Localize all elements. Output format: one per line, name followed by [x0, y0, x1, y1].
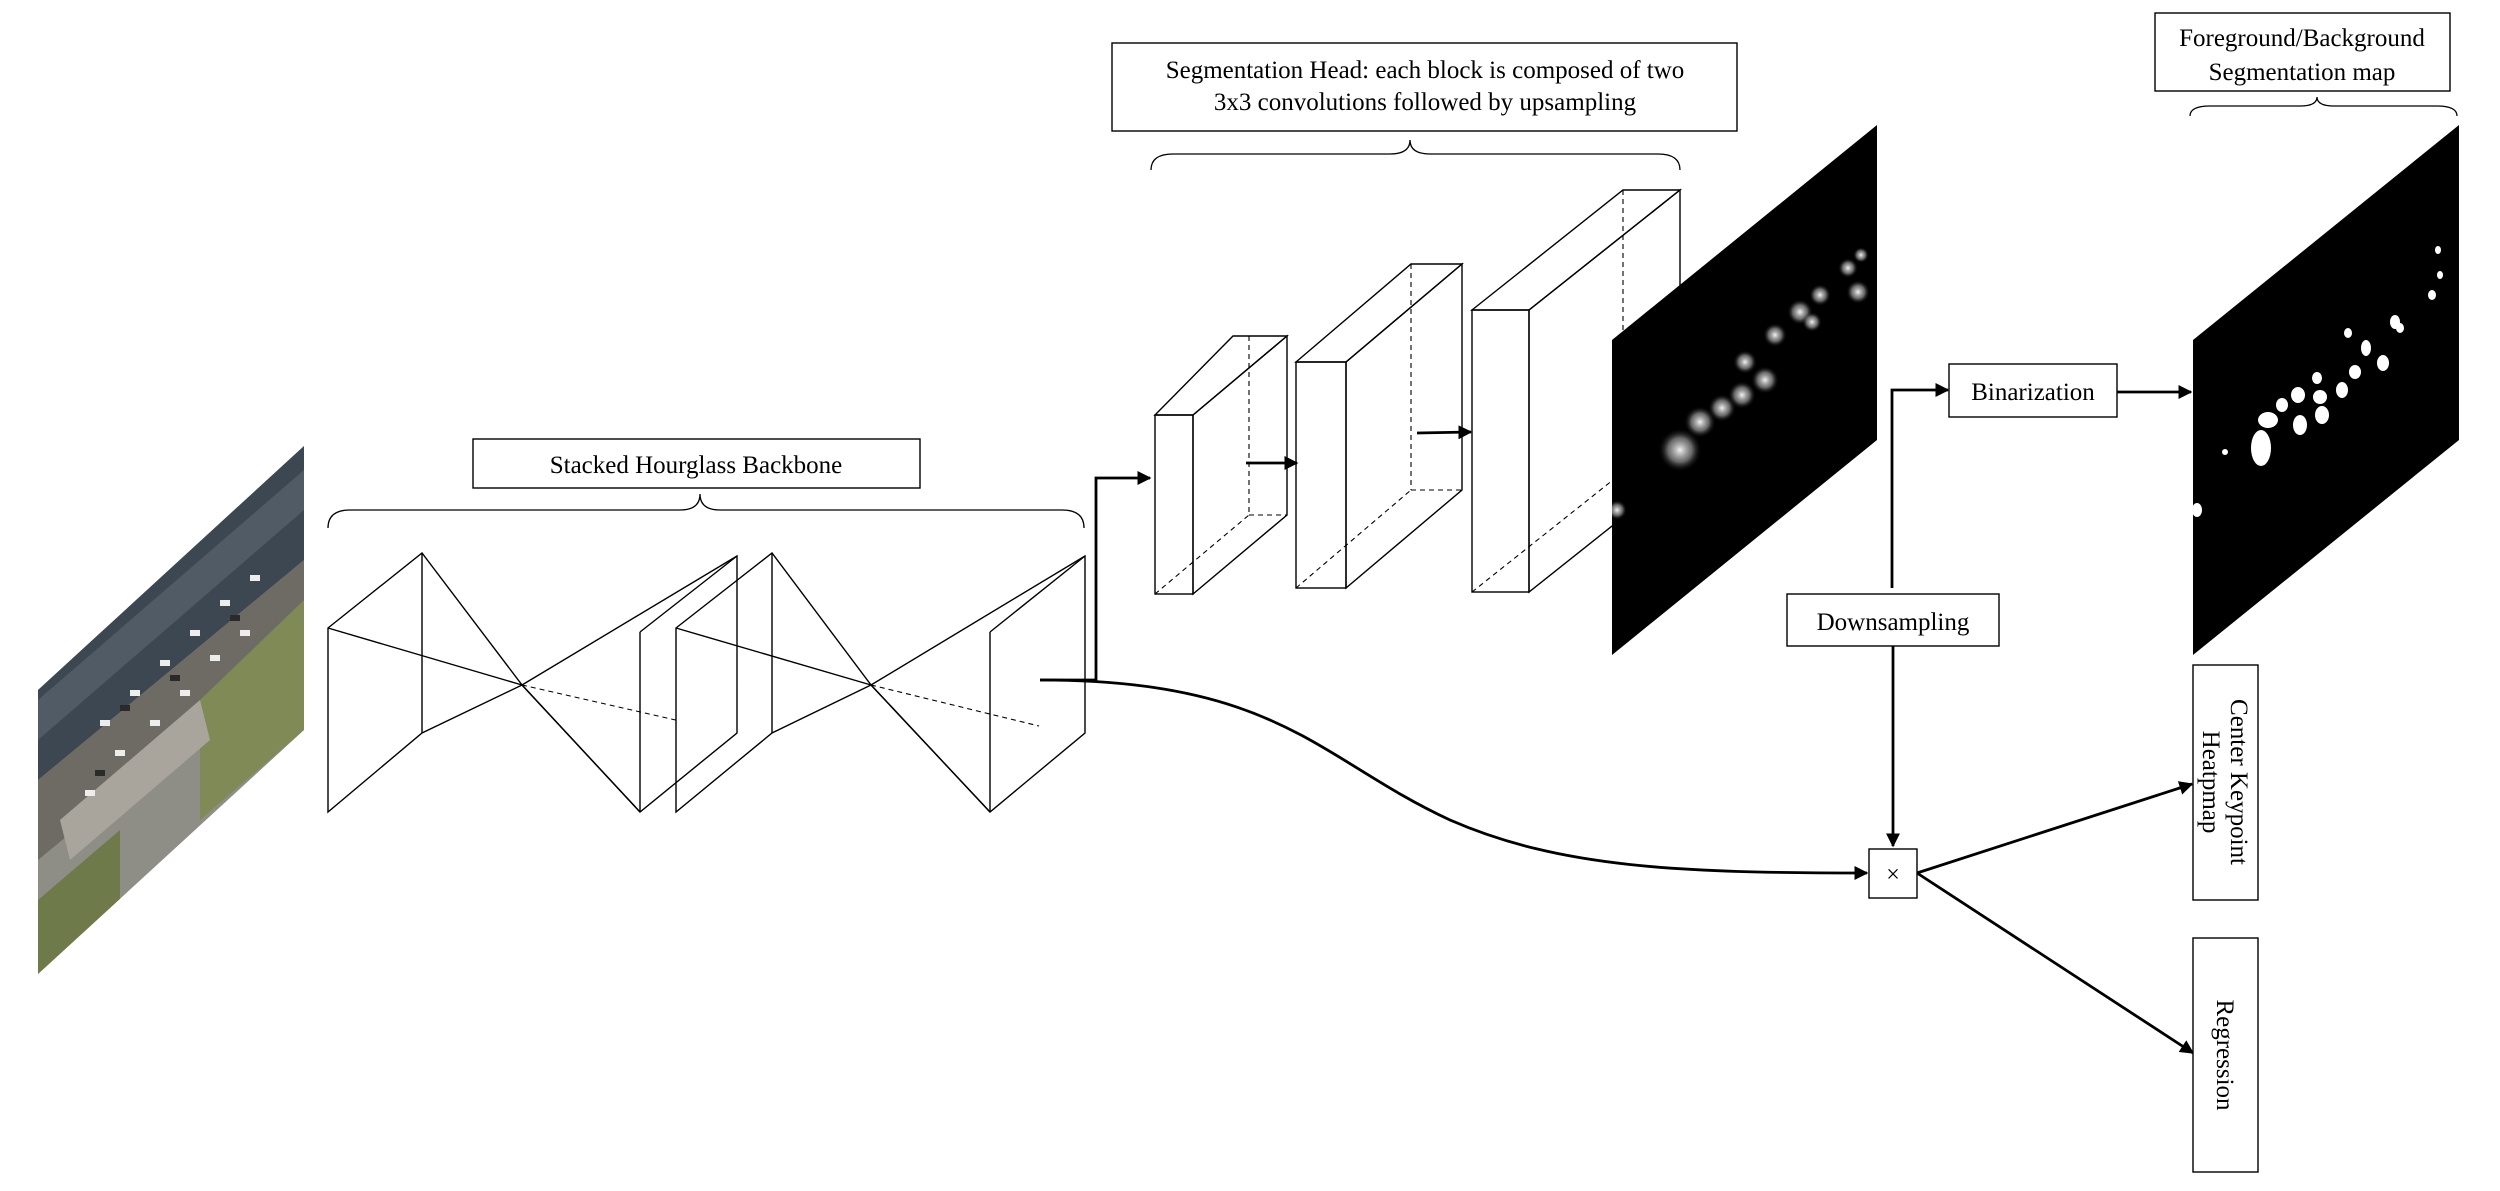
- segmentation-map-label: Foreground/Background Segmentation map: [2154, 12, 2451, 92]
- binarization-box: Binarization: [1948, 363, 2118, 418]
- seghead-block-1: [1153, 334, 1289, 596]
- binarization-text: Binarization: [1971, 379, 2095, 406]
- multiply-to-regression-arrow: [1916, 871, 2195, 1055]
- downsampling-text: Downsampling: [1817, 609, 1970, 636]
- backbone-label-text: Stacked Hourglass Backbone: [550, 452, 843, 479]
- block2-to-block3-arrow: [1416, 425, 1473, 440]
- regression-text: Regression: [2211, 999, 2238, 1111]
- regression-box: Regression: [2192, 937, 2259, 1173]
- downsampling-box: Downsampling: [1786, 593, 2000, 647]
- center-keypoint-heatmap-box: Center Keypoint Heatpmap: [2192, 664, 2259, 901]
- input-image: [38, 446, 304, 974]
- backbone-brace: [327, 493, 1085, 529]
- probmap-to-binarization-arrow: [1890, 383, 1950, 588]
- multiply-symbol: ×: [1886, 862, 1900, 888]
- heatmap-text-line2: Heatpmap: [2197, 731, 2224, 834]
- seghead-label-line1: Segmentation Head: each block is compose…: [1166, 57, 1685, 84]
- hourglass-module-2: [675, 552, 1086, 814]
- hourglass-module-1: [327, 552, 738, 814]
- backbone-label: Stacked Hourglass Backbone: [472, 438, 921, 489]
- backbone-to-multiply-arrow: [1039, 678, 1869, 880]
- multiply-node: ×: [1868, 848, 1918, 899]
- seghead-block-2: [1294, 262, 1464, 590]
- segmap-label-line2: Segmentation map: [2209, 59, 2396, 86]
- heatmap-text-line1: Center Keypoint: [2225, 699, 2252, 865]
- seghead-brace: [1150, 139, 1681, 171]
- seghead-label-line2: 3x3 convolutions followed by upsampling: [1214, 89, 1637, 116]
- binary-segmentation-map: [2193, 125, 2459, 655]
- segmap-brace: [2189, 96, 2458, 117]
- multiply-to-heatmap-arrow: [1916, 781, 2194, 875]
- segmap-label-line1: Foreground/Background: [2179, 25, 2425, 52]
- seghead-label: Segmentation Head: each block is compose…: [1111, 42, 1738, 132]
- probability-map: [1612, 125, 1877, 655]
